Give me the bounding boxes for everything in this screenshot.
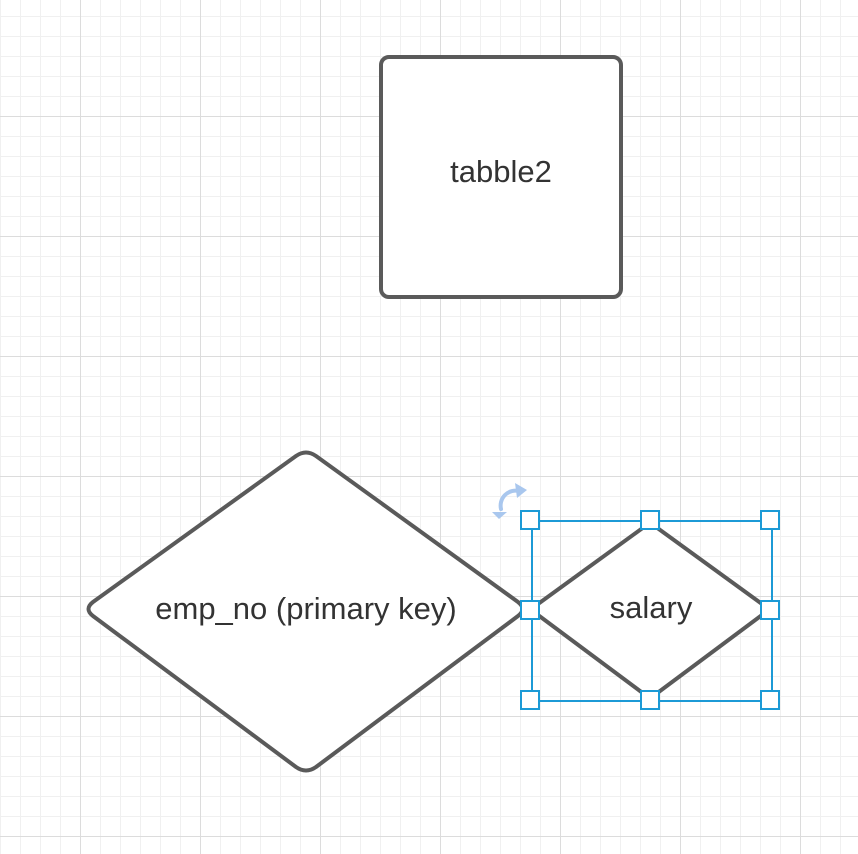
table-box-outline [379,55,623,299]
resize-handle-left[interactable] [520,600,540,620]
resize-handle-top-right[interactable] [760,510,780,530]
rotate-icon[interactable] [492,483,527,519]
emp-no-diamond-label: emp_no (primary key) [155,591,456,626]
resize-handle-bottom[interactable] [640,690,660,710]
resize-handle-right[interactable] [760,600,780,620]
table-box-label: tabble2 [450,154,552,189]
selection-box [520,510,780,710]
salary-diamond-label: salary [610,590,693,625]
resize-handle-bottom-left[interactable] [520,690,540,710]
table-box-shape[interactable]: tabble2 [379,55,623,299]
resize-handle-bottom-right[interactable] [760,690,780,710]
resize-handle-top[interactable] [640,510,660,530]
resize-handle-top-left[interactable] [520,510,540,530]
emp-no-diamond-outline [86,450,525,773]
emp-no-diamond-shape[interactable]: emp_no (primary key) [86,450,525,773]
salary-diamond-shape[interactable]: salary [532,522,768,699]
